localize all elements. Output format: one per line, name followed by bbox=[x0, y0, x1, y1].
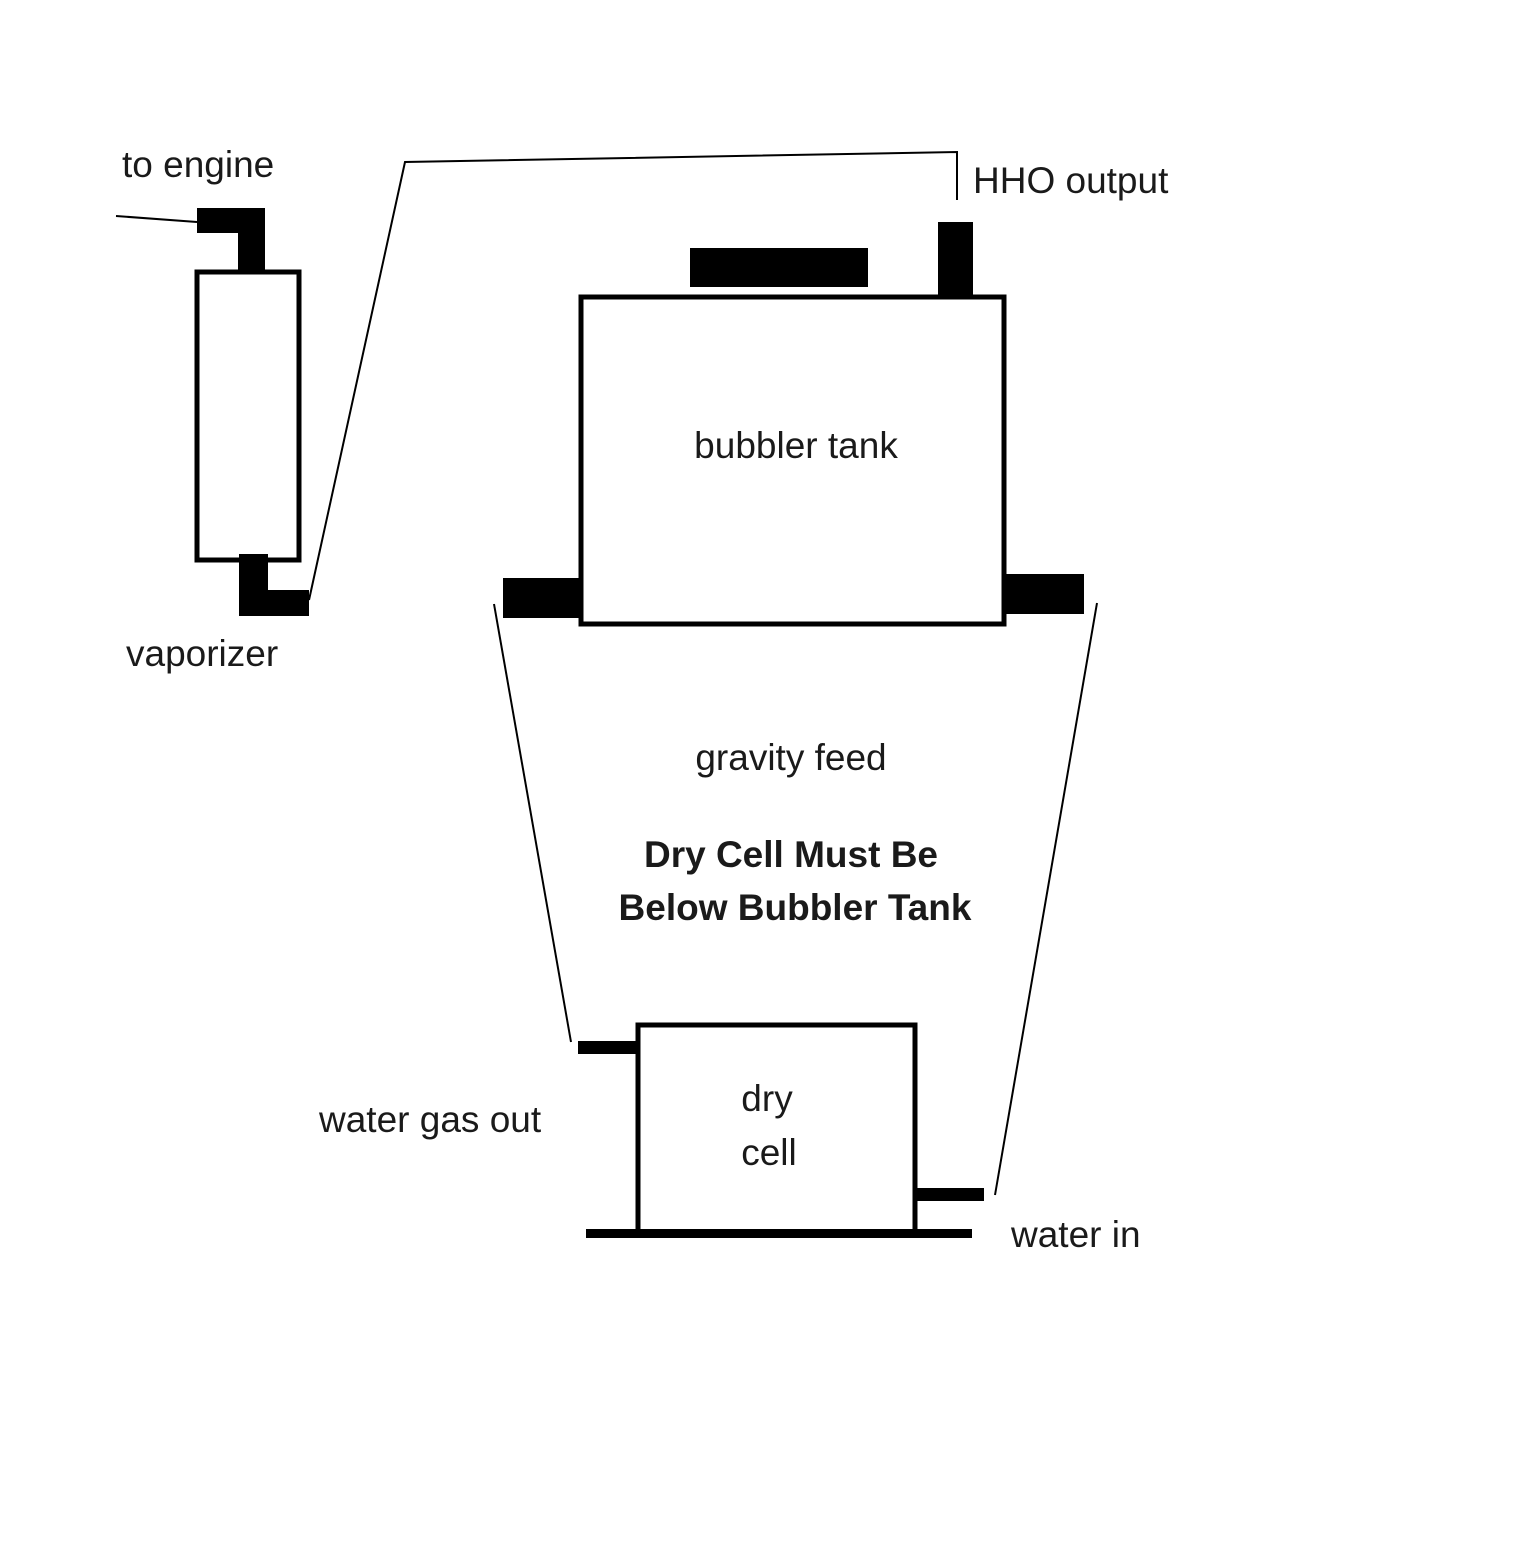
bubbler-tank-label: bubbler tank bbox=[694, 425, 898, 466]
vaporizer-body bbox=[194, 269, 302, 563]
gravity-feed-line bbox=[994, 602, 1098, 1196]
water-gas-out-line bbox=[493, 603, 572, 1043]
bubbler-left-port bbox=[503, 578, 583, 618]
vaporizer-assembly bbox=[115, 208, 309, 616]
hho-line-to-vaporizer bbox=[308, 150, 958, 601]
to-engine-label: to engine bbox=[122, 144, 275, 185]
dry-cell-label-line-1: dry bbox=[741, 1078, 793, 1119]
vaporizer-bottom-fitting-horizontal bbox=[239, 590, 309, 616]
bubbler-hho-output-port bbox=[938, 222, 973, 298]
hho-output-label: HHO output bbox=[973, 160, 1169, 201]
bubbler-tank-assembly bbox=[503, 222, 1084, 627]
bubbler-tank-body bbox=[578, 294, 1007, 627]
warning-line-1: Dry Cell Must Be bbox=[643, 834, 938, 875]
dry-cell-assembly bbox=[578, 1022, 984, 1238]
gravity-feed-label: gravity feed bbox=[695, 737, 887, 778]
water-in-label: water in bbox=[1011, 1214, 1141, 1255]
bubbler-right-port bbox=[1003, 574, 1084, 614]
to-engine-line bbox=[115, 215, 198, 223]
water-gas-out-label: water gas out bbox=[319, 1099, 542, 1140]
warning-line-2: Below Bubbler Tank bbox=[618, 887, 972, 928]
dry-cell-water-in-port bbox=[915, 1188, 984, 1201]
dry-cell-base-bar bbox=[586, 1229, 972, 1238]
vaporizer-top-fitting-vertical bbox=[238, 208, 265, 272]
dry-cell-label-line-2: cell bbox=[741, 1132, 797, 1173]
vaporizer-label: vaporizer bbox=[126, 633, 279, 674]
dry-cell-gas-out-port bbox=[578, 1041, 640, 1054]
bubbler-fill-cap bbox=[690, 248, 868, 287]
dry-cell-body bbox=[635, 1022, 918, 1238]
